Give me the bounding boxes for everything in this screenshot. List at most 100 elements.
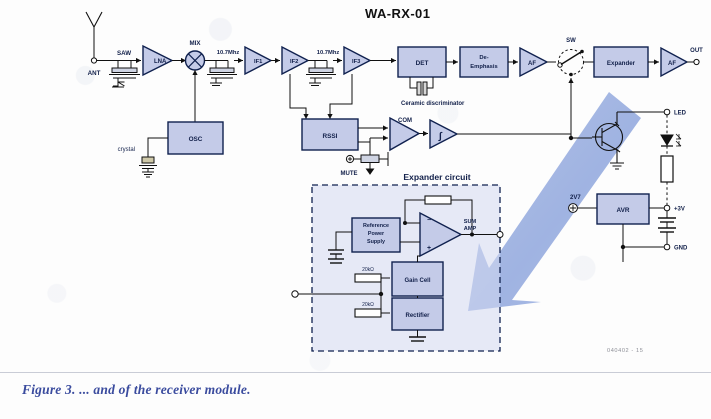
deemphasis-label-2: Emphasis [470,64,497,70]
expander-label: Expander [607,60,636,67]
com-label: COM [398,118,412,124]
integrator-label: ∫ [438,131,443,142]
feedback-resistor [424,195,452,205]
wire-osc-crystal [147,137,168,157]
if3-amplifier [343,45,372,76]
resistor-20k-rectifier [354,308,382,318]
rail-3v-label: +3V [674,207,685,213]
deemphasis-label-1: De- [479,55,488,61]
comparator-com [389,116,421,152]
af2-amplifier [660,46,689,78]
wire-avr-gnd [622,224,664,248]
sum-amp-plus: + [427,245,431,252]
reference-code: 040402 - 15 [607,348,644,354]
led-terminal [663,108,671,116]
ref-supply-label-2: Power [368,231,385,237]
led-label: LED [674,111,687,117]
ref-supply-label-3: Supply [367,239,385,245]
rectifier-block [391,297,444,331]
led-series-resistor [660,155,674,183]
sum-amp-minus: − [427,217,431,224]
ant-terminal [90,57,98,64]
sum-amp-label-1: SUM [464,219,477,225]
osc-block [167,121,224,155]
wire-feedback-right [451,199,473,234]
out-terminal [693,58,700,66]
wire-feedback-left [404,199,425,223]
input-2v7-label: 2V7 [570,195,581,201]
af2-label: AF [668,61,676,67]
diagram-title: WA-RX-01 [365,6,431,21]
filter-10m7-1-symbol [207,60,237,86]
expander-block [593,46,649,78]
page-divider [0,372,711,373]
af1-label: AF [528,61,536,67]
sum-amp [419,211,463,258]
crystal-label: crystal [118,147,135,153]
avr-label: AVR [616,207,629,214]
if2-label: IF2 [290,59,298,65]
gnd-terminal [663,243,671,251]
reference-power-supply-block [351,217,401,253]
transistor-symbol [592,112,624,163]
antenna-symbol [85,11,103,58]
lna-label: LNA [154,59,167,65]
reference-bypass-capacitor [328,249,344,264]
if2-amplifier [281,45,310,76]
det-block [397,46,447,78]
resistor-1-label: 20kΩ [362,267,374,273]
if1-label: IF1 [254,59,263,65]
mixer-symbol [184,50,206,71]
callout-arrow-icon [468,92,641,311]
mix-label: MIX [189,40,201,47]
ceramic-discriminator-label: Ceramic discriminator [401,101,465,107]
if2-filter-label: 10.7Mhz [317,50,340,56]
det-label: DET [416,60,429,67]
switch-sw[interactable] [557,49,584,77]
wire-rssi-mutebus [358,141,371,155]
wire-if3-rssi [327,74,353,119]
mute-label: MUTE [341,171,358,177]
if1-amplifier [244,45,273,76]
sw-label: SW [566,38,576,44]
resistor-20k-gaincell [354,273,382,283]
af1-amplifier [519,46,549,78]
expander-output-terminal [496,231,504,238]
led-diode-symbol [660,133,682,147]
expander-input-terminal [291,290,299,298]
crystal-symbol [139,156,157,178]
saw-label: SAW [117,50,131,57]
input-2v7-terminal [568,203,578,213]
sum-amp-label-2: AMP [464,226,477,232]
out-label: OUT [690,48,703,54]
rectifier-capacitor-symbol [409,336,426,342]
ref-supply-label-1: Reference [363,223,389,229]
wire-integrator-out [457,133,572,138]
ant-label: ANT [88,70,101,77]
filter-10m7-2-symbol [306,60,336,86]
lna-amplifier [142,44,174,77]
mute-potentiometer-symbol[interactable] [345,152,389,175]
wire-ref-cap [335,231,352,250]
junction-dot-squelch [568,135,574,141]
if1-filter-label: 10.7Mhz [217,50,240,56]
figure-caption: Figure 3. ... and of the receiver module… [22,382,251,397]
osc-label: OSC [189,136,203,143]
gain-cell-block [391,261,444,297]
rssi-block [301,118,359,151]
avr-block [596,193,650,225]
transistor-ground-symbol [610,162,624,170]
junction-dot-out [470,232,474,237]
wire-if2-rssi [289,74,309,119]
rail-3v-terminal [663,204,671,212]
resistor-2-label: 20kΩ [362,302,374,308]
if3-label: IF3 [352,59,361,65]
deemphasis-block [459,46,509,78]
decoupling-capacitors-symbol [658,211,676,245]
gain-cell-label: Gain Cell [404,278,430,284]
wire-gaincell-sumamp [417,255,420,262]
ceramic-discriminator-symbol [409,77,434,96]
gnd-label: GND [674,246,688,252]
